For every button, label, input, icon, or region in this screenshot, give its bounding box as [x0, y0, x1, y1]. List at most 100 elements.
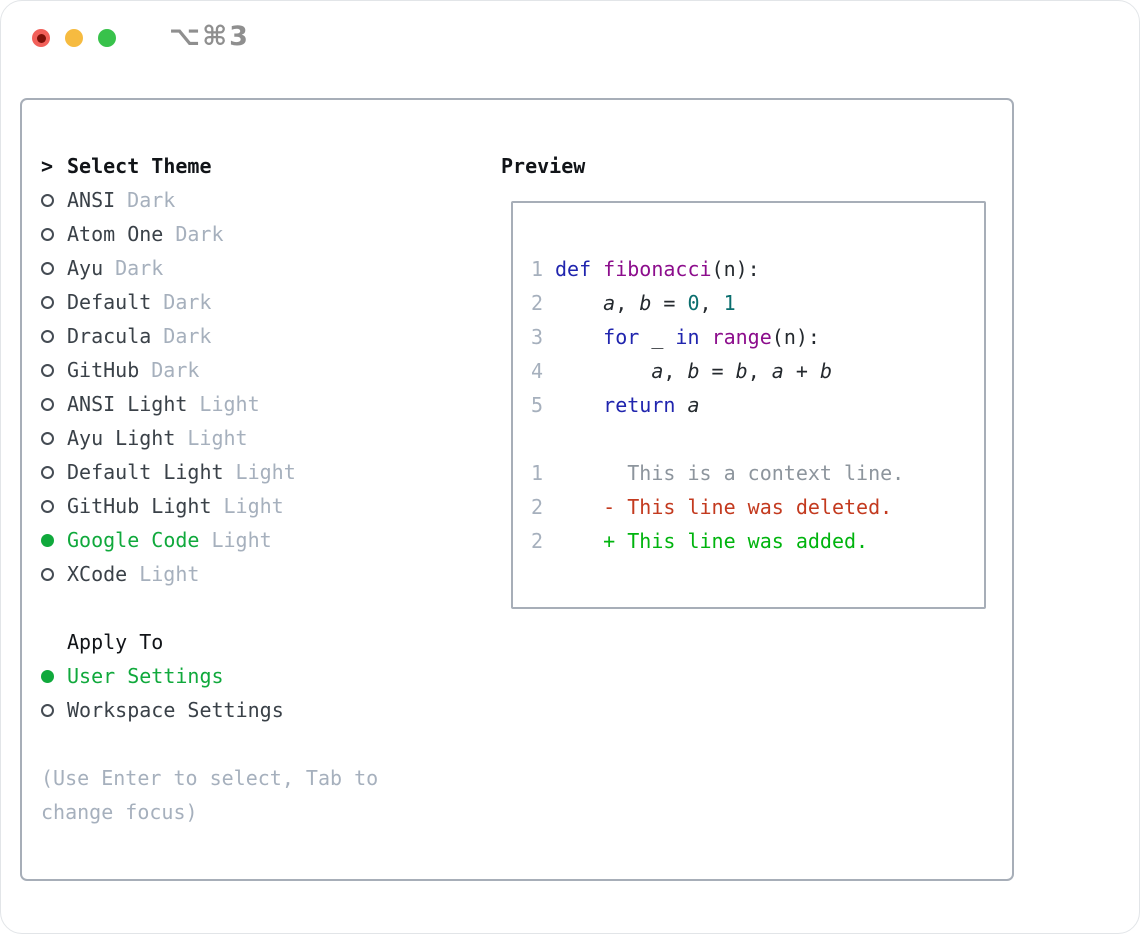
marker-cell	[41, 533, 67, 547]
line-number: 1	[531, 257, 544, 281]
line-number: 2	[531, 529, 544, 553]
prompt-icon: >	[41, 154, 54, 178]
code-token-add: + This line was added.	[603, 529, 869, 553]
theme-option-label: GitHub	[67, 358, 140, 382]
line-number: 4	[531, 359, 544, 383]
code-token-pl	[555, 529, 603, 553]
code-token-pl: =	[699, 359, 736, 383]
radio-icon	[41, 431, 54, 445]
theme-option-label: Default Light	[67, 460, 224, 484]
theme-list-heading: > Select Theme	[41, 149, 441, 183]
theme-option-label: ANSI Light	[67, 392, 188, 416]
code-token-var: b	[639, 291, 652, 315]
code-token-pl	[555, 291, 603, 315]
code-token-var: b	[687, 359, 700, 383]
theme-option-label: Ayu Light	[67, 426, 176, 450]
line-number: 3	[531, 325, 544, 349]
code-token-pl: ,	[699, 291, 724, 315]
theme-option[interactable]: Default Dark	[41, 285, 441, 319]
code-token-kw: def	[555, 257, 592, 281]
apply-to-title: Apply To	[67, 630, 164, 654]
code-token-var: a	[771, 359, 784, 383]
code-token-pl	[700, 325, 712, 349]
theme-option-label: XCode	[67, 562, 128, 586]
theme-option[interactable]: Ayu Dark	[41, 251, 441, 285]
code-token-var: b	[735, 359, 748, 383]
code-token-var: a	[687, 393, 700, 417]
radio-icon	[41, 329, 54, 343]
preview-line-code: 5 return a	[531, 388, 984, 422]
apply-option[interactable]: Workspace Settings	[41, 693, 441, 727]
code-token-pl	[555, 325, 603, 349]
radio-icon	[41, 295, 54, 309]
radio-selected-icon	[41, 669, 54, 683]
code-token-del: - This line was deleted.	[603, 495, 893, 519]
radio-icon	[41, 227, 54, 241]
code-token-pl	[675, 393, 687, 417]
code-token-pl: (n):	[711, 257, 760, 281]
code-token-var: a	[603, 291, 616, 315]
theme-variant-tag: Dark	[115, 256, 164, 280]
radio-icon	[41, 465, 54, 479]
close-button[interactable]	[32, 29, 50, 47]
line-number: 2	[531, 291, 544, 315]
line-number: 2	[531, 495, 544, 519]
marker-cell	[41, 703, 67, 717]
marker-cell	[41, 465, 67, 479]
theme-option[interactable]: ANSI Light Light	[41, 387, 441, 421]
code-token-pl: (n):	[771, 325, 820, 349]
marker-cell	[41, 261, 67, 275]
preview-line-code: 3 for _ in range(n):	[531, 320, 984, 354]
code-token-fn: range	[711, 325, 772, 349]
code-token-pl: ,	[747, 359, 772, 383]
preview-line-blank	[531, 422, 984, 456]
zoom-button[interactable]	[98, 29, 116, 47]
theme-variant-tag: Dark	[151, 358, 200, 382]
theme-variant-tag: Light	[199, 392, 260, 416]
code-token-pl	[555, 359, 651, 383]
theme-list-title: Select Theme	[67, 154, 212, 178]
code-token-pl	[555, 495, 603, 519]
minimize-button[interactable]	[65, 29, 83, 47]
theme-option-label: Default	[67, 290, 152, 314]
theme-option-label: Google Code	[67, 528, 200, 552]
theme-option[interactable]: Google Code Light	[41, 523, 441, 557]
marker-cell	[41, 295, 67, 309]
radio-icon	[41, 499, 54, 513]
theme-variant-tag: Light	[211, 528, 272, 552]
radio-icon	[41, 703, 54, 717]
apply-option[interactable]: User Settings	[41, 659, 441, 693]
window-title: ⌥⌘3	[169, 21, 250, 52]
theme-option-label: Ayu	[67, 256, 104, 280]
theme-variant-tag: Light	[223, 494, 284, 518]
marker-cell	[41, 669, 67, 683]
radio-icon	[41, 261, 54, 275]
code-token-ctx: This is a context line.	[555, 461, 905, 485]
marker-cell	[41, 193, 67, 207]
theme-option-label: Atom One	[67, 222, 164, 246]
code-token-kw: return	[603, 393, 676, 417]
theme-variant-tag: Dark	[127, 188, 176, 212]
preview-title: Preview	[501, 154, 586, 178]
radio-icon	[41, 567, 54, 581]
apply-option-label: Workspace Settings	[67, 698, 284, 722]
marker-cell	[41, 567, 67, 581]
theme-variant-tag: Dark	[163, 324, 212, 348]
theme-variant-tag: Dark	[163, 290, 212, 314]
code-token-fn: fibonacci	[603, 257, 712, 281]
marker-cell	[41, 499, 67, 513]
theme-option[interactable]: GitHub Dark	[41, 353, 441, 387]
preview-line-code: 1 def fibonacci(n):	[531, 252, 984, 286]
radio-selected-icon	[41, 533, 54, 547]
